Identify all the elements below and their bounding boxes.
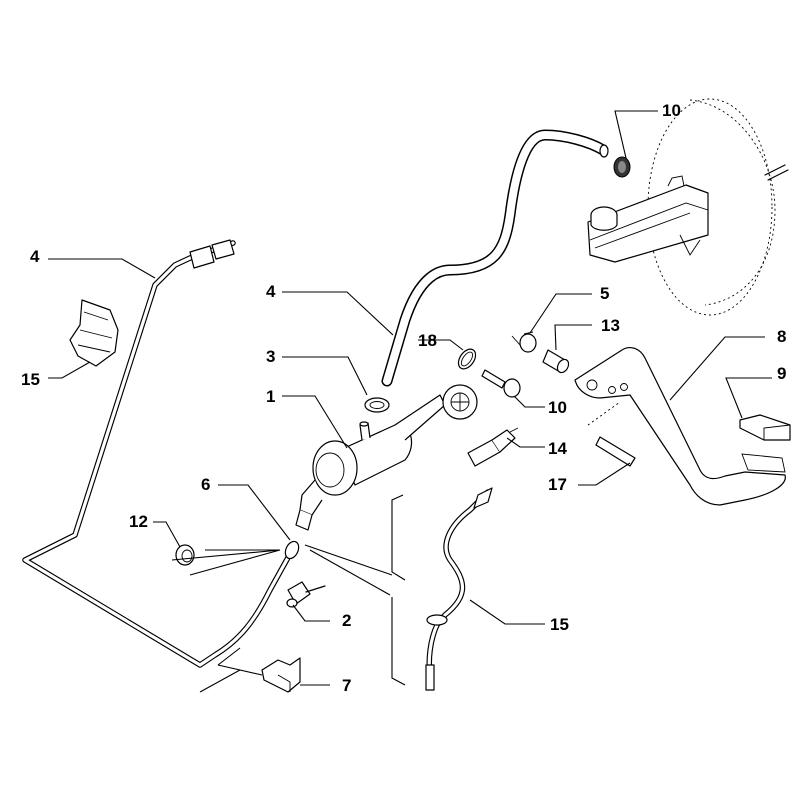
seal-ring-18 (457, 348, 477, 370)
callout-13: 13 (601, 316, 620, 335)
callout-9: 9 (777, 364, 787, 383)
callout-5: 5 (600, 284, 610, 303)
bushing-13 (542, 349, 570, 374)
pedal-switch-14 (467, 427, 519, 467)
callout-18: 18 (418, 331, 437, 350)
callout-12: 12 (129, 512, 148, 531)
callout-6-lower: 6 (201, 475, 211, 494)
retaining-clip-7 (261, 657, 301, 693)
grommet-12 (175, 544, 195, 566)
master-cylinder (295, 384, 478, 531)
fluid-reservoir (587, 175, 709, 263)
callout-11: 10 (548, 398, 567, 417)
hose-clamp-3 (364, 397, 390, 413)
hose-clamp-10 (613, 156, 631, 178)
bracket-clip-16 (69, 299, 119, 367)
callout-4: 4 (266, 282, 276, 301)
callout-15: 15 (550, 615, 569, 634)
wiring-harness (425, 487, 493, 691)
callout-14: 14 (548, 439, 567, 458)
callout-16: 15 (21, 370, 40, 389)
supply-hose (381, 129, 609, 387)
assembly-indicators (171, 494, 406, 693)
callout-7: 7 (342, 676, 352, 695)
clutch-pedal (574, 347, 786, 506)
callout-3: 3 (266, 347, 276, 366)
connector-clip-2 (286, 581, 326, 608)
callout-2: 2 (342, 611, 352, 630)
pin-11 (481, 369, 521, 398)
hydraulic-pipe (22, 239, 300, 668)
callout-1: 1 (266, 387, 276, 406)
callout-8: 8 (777, 327, 787, 346)
hose-clamp-5 (511, 331, 537, 353)
pedal-pad-9 (739, 414, 791, 441)
callout-6-upper: 4 (30, 247, 40, 266)
leader-lines (48, 110, 772, 686)
callout-10: 10 (662, 101, 681, 120)
callout-17: 17 (548, 475, 567, 494)
pedal-pin-17 (587, 401, 636, 467)
